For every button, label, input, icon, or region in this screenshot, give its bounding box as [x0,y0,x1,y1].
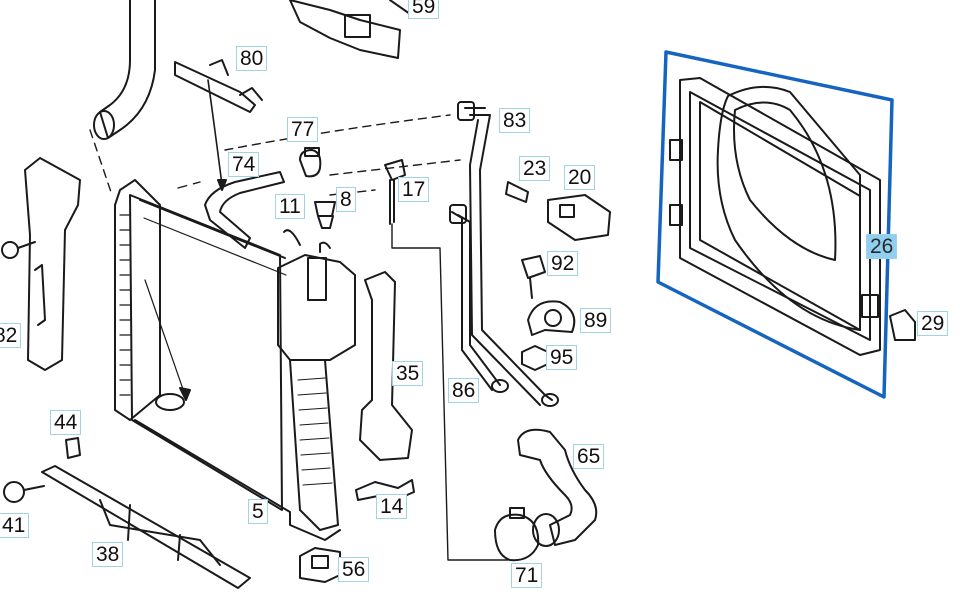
callout-83[interactable]: 83 [499,108,531,133]
callout-44[interactable]: 44 [50,410,82,435]
pipe-86-drawing [452,212,500,390]
switch-20-drawing [548,195,610,240]
bolt-41-drawing [4,482,24,502]
callout-92[interactable]: 92 [547,251,579,276]
callout-56[interactable]: 56 [338,557,370,582]
bottom-strip-38-drawing [42,466,250,588]
callout-74[interactable]: 74 [228,152,260,177]
callout-86[interactable]: 86 [448,378,480,403]
cap-77-drawing [300,150,320,176]
radiator-drawing [115,180,340,540]
callout-8[interactable]: 8 [336,187,356,212]
callout-77[interactable]: 77 [287,117,319,142]
callout-82[interactable]: 82 [0,323,22,348]
bolt-92-drawing [522,256,545,298]
bracket-80-drawing [175,62,255,112]
callout-65[interactable]: 65 [573,444,605,469]
clamp-71-drawing [495,515,538,561]
callout-17[interactable]: 17 [398,177,430,202]
upper-hose-drawing [100,0,155,138]
clamp-89-drawing [528,301,574,335]
nut-95-drawing [522,346,548,370]
grommet-56-drawing [300,548,340,582]
callout-59[interactable]: 59 [408,0,440,19]
callout-80[interactable]: 80 [236,46,268,71]
side-panel-82-drawing [25,158,80,370]
sensor-14-drawing [356,480,414,500]
hose-74-drawing [205,172,284,248]
bracket-35-drawing [360,272,412,460]
callout-89[interactable]: 89 [580,308,612,333]
callout-41[interactable]: 41 [0,513,30,538]
callout-71[interactable]: 71 [511,563,543,588]
upper-air-duct-drawing [290,0,400,58]
fan-shroud-26-drawing [670,78,915,355]
callout-29[interactable]: 29 [917,311,949,336]
expansion-tank-drawing [278,230,355,530]
callout-14[interactable]: 14 [376,494,408,519]
callout-5[interactable]: 5 [248,499,268,524]
callout-11[interactable]: 11 [275,194,305,219]
duct-clip-drawing [345,15,370,37]
callout-38[interactable]: 38 [92,542,124,567]
lower-hose-65-drawing [518,430,596,545]
valve-8-drawing [315,202,335,216]
callout-26[interactable]: 26 [866,234,898,259]
clip-44-drawing [66,438,80,458]
selection-outline [658,52,892,397]
bolt-23-drawing [506,182,528,202]
sensor-17-drawing [385,160,405,180]
callout-23[interactable]: 23 [519,156,551,181]
callout-95[interactable]: 95 [546,345,578,370]
callout-35[interactable]: 35 [392,361,424,386]
callout-20[interactable]: 20 [564,165,596,190]
